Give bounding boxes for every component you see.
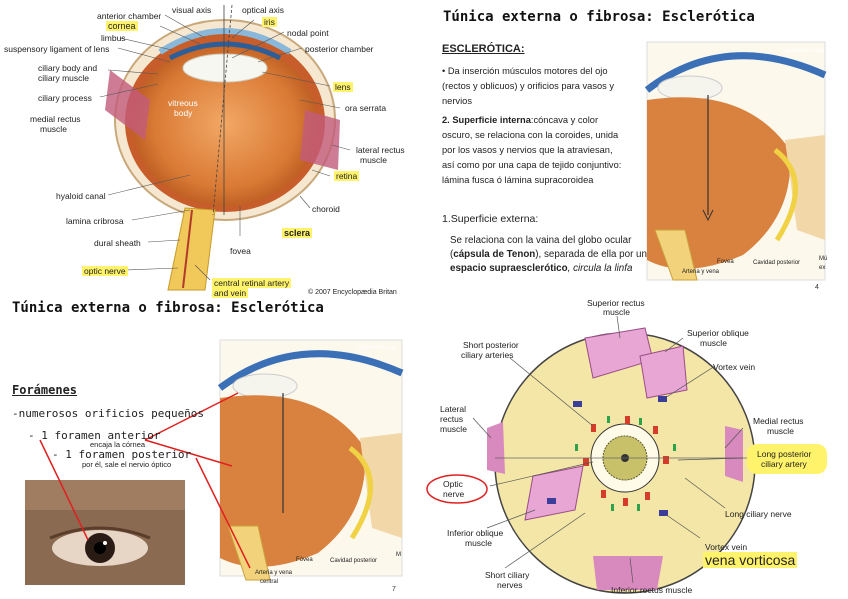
fig-label-cavidad: Cavidad posterior <box>753 260 801 266</box>
label-optic: Optic <box>443 479 463 489</box>
label-limbus: limbus <box>101 33 126 43</box>
posterior-globe-panel: Superior rectus muscle Superior oblique … <box>425 298 848 599</box>
fig2-label-fovea: Fóvea <box>296 557 313 563</box>
slide-foramenes: Túnica externa o fibrosa: Esclerótica Fo… <box>0 298 415 599</box>
fig2-label-ligamento: Ligamento sus <box>357 345 397 351</box>
fig2-label-central: central <box>260 579 279 585</box>
label-inferior-rectus: Inferior rectus muscle <box>611 585 693 595</box>
fig-label-arteria: Arteria y vena <box>682 269 720 275</box>
label-optical-axis: optical axis <box>242 5 285 15</box>
slide-title: Túnica externa o fibrosa: Esclerótica <box>443 9 755 25</box>
copyright-text: © 2007 Encyclopædia Britan <box>308 289 397 296</box>
item-superficie-externa: 1.Superficie externa: <box>442 213 539 225</box>
label-retina: retina <box>334 171 360 181</box>
eye-cross-section-panel: visual axis optical axis anterior chambe… <box>0 0 415 300</box>
fig-label-ex: ex <box>819 265 826 271</box>
highlight-long-posterior <box>747 444 827 474</box>
label-superior-rectus: Superior rectus <box>587 298 645 308</box>
label-long-posterior-artery: ciliary artery <box>761 459 807 469</box>
label-long-posterior: Long posterior <box>757 449 812 459</box>
label-ciliary-body: ciliary body and <box>38 63 98 73</box>
item2-bold: 2. Superficie interna <box>442 115 531 125</box>
label-lateral: Lateral <box>440 404 466 414</box>
label-superior-oblique: Superior oblique <box>687 328 749 338</box>
foramen-anterior: - 1 foramen anterior <box>28 429 161 442</box>
label-dural-sheath: dural sheath <box>94 238 141 248</box>
label-medial-rectus: Medial rectus <box>753 416 804 426</box>
fig-label-fovea: Fovea <box>717 259 734 265</box>
foramen-posterior: - 1 foramen posterior <box>52 448 192 461</box>
eye-cross-section-figure <box>99 4 351 291</box>
label-lens: lens <box>333 82 353 92</box>
label-superior-rectus-muscle: muscle <box>603 307 630 317</box>
label-nodal-point: nodal point <box>287 28 329 38</box>
slide-esclerotica: Túnica externa o fibrosa: Esclerótica ES… <box>425 0 848 298</box>
fig2-label-m: M <box>396 552 401 558</box>
label-anterior-chamber: anterior chamber <box>97 11 162 21</box>
label-short-ciliary-nerves: nerves <box>497 580 523 590</box>
label-and-vein: and vein <box>212 288 249 298</box>
label-short-posterior-arteries: ciliary arteries <box>461 350 514 360</box>
label-inferior-oblique-muscle: muscle <box>465 538 492 548</box>
slide-heading: ESCLERÓTICA: <box>442 43 525 55</box>
label-sclera: sclera <box>282 228 313 238</box>
label-superior-oblique-muscle: muscle <box>700 338 727 348</box>
foramen-posterior-sub: por él, sale el nervio óptico <box>82 460 172 469</box>
label-suspensory-ligament: suspensory ligament of lens <box>4 44 110 54</box>
slide-eye-figure <box>644 41 827 281</box>
bullet-insercion: • Da inserción músculos motores del ojo … <box>442 66 615 106</box>
page-number: 4 <box>815 284 819 291</box>
label-lateral-rectus: lateral rectus <box>356 145 405 155</box>
page-number-2: 7 <box>392 586 396 593</box>
label-fovea: fovea <box>230 246 251 256</box>
label-central-retinal-artery: central retinal artery <box>212 278 292 288</box>
label-visual-axis: visual axis <box>172 5 212 15</box>
fig2-label-arteria: Arteria y vena <box>255 570 293 576</box>
label-posterior-chamber: posterior chamber <box>305 44 374 54</box>
label-vortex-vein-2: Vortex vein <box>705 542 748 552</box>
label-vortex-vein: Vortex vein <box>713 362 756 372</box>
label-choroid: choroid <box>312 204 340 214</box>
label-lateral-rectus: rectus <box>440 414 464 424</box>
label-ora-serrata: ora serrata <box>345 103 387 113</box>
label-short-ciliary: Short ciliary <box>485 570 530 580</box>
foramenes-line1: -numerosos orificios pequeños <box>12 407 205 420</box>
item2-text: :cóncava y color oscuro, se relaciona co… <box>442 115 622 185</box>
label-medial-rectus-muscle: muscle <box>767 426 794 436</box>
label-vitreous-body: body <box>174 108 193 118</box>
label-inferior-oblique: Inferior oblique <box>447 528 504 538</box>
label-short-posterior: Short posterior <box>463 340 519 350</box>
label-cornea: cornea <box>106 21 138 31</box>
label-vena-vorticosa: vena vorticosa <box>703 552 798 568</box>
fig-label-mu: Mú <box>819 256 828 262</box>
foramen-anterior-sub: encaja la córnea <box>90 440 146 449</box>
posterior-globe-figure <box>426 315 756 594</box>
label-ciliary-muscle: ciliary muscle <box>38 73 90 83</box>
foramenes-heading: Forámenes <box>12 383 78 397</box>
item1-description: Se relaciona con la vaina del globo ocul… <box>450 235 647 274</box>
fig-label-ligamento: Ligamento susp <box>782 48 825 54</box>
label-ciliary-process: ciliary process <box>38 93 92 103</box>
label-lamina-cribrosa: lamina cribrosa <box>66 216 124 226</box>
label-hyaloid-canal: hyaloid canal <box>56 191 106 201</box>
item-superficie-interna: 2. Superficie interna:cóncava y color os… <box>442 113 625 188</box>
slide-title-2: Túnica externa o fibrosa: Esclerótica <box>12 300 324 316</box>
label-lateral-rectus-muscle: muscle <box>360 155 387 165</box>
label-iris: iris <box>262 17 277 27</box>
label-medial-rectus-muscle: muscle <box>40 124 67 134</box>
foramenes-figure <box>25 339 404 585</box>
label-optic-nerve-2: nerve <box>443 489 465 499</box>
label-long-ciliary-nerve: Long ciliary nerve <box>725 509 792 519</box>
label-lateral-muscle: muscle <box>440 424 467 434</box>
label-optic-nerve: optic nerve <box>82 266 128 276</box>
label-medial-rectus: medial rectus <box>30 114 81 124</box>
label-vitreous: vitreous <box>168 98 198 108</box>
fig2-label-cavidad: Cavidad posterior <box>330 558 378 564</box>
